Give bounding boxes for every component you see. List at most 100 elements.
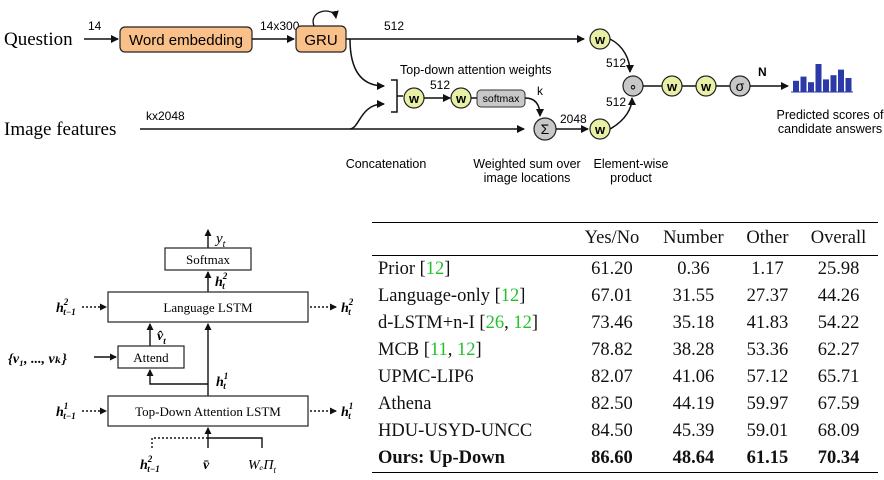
classifier-w2-label: w bbox=[700, 79, 712, 94]
score-bar bbox=[830, 75, 837, 92]
citation-link[interactable]: 12 bbox=[425, 259, 445, 279]
method-name-cell: UPMC-LIP6 bbox=[378, 367, 474, 387]
method-name-cell: Language-only [12] bbox=[378, 286, 526, 306]
sigmoid-label: σ bbox=[736, 78, 745, 94]
concat-bracket bbox=[391, 79, 398, 113]
citation-link[interactable]: 11 bbox=[429, 340, 448, 360]
score-cell: 67.59 bbox=[817, 394, 860, 414]
method-name-cell: Prior [12] bbox=[378, 259, 451, 279]
score-cell: 68.09 bbox=[817, 421, 860, 441]
emb-input-path bbox=[208, 437, 263, 448]
results-table: Yes/No Number Other Overall Prior [12] 61… bbox=[372, 222, 878, 473]
score-cell: 25.98 bbox=[817, 259, 860, 279]
predicted-line-1: Predicted scores of bbox=[777, 108, 884, 122]
score-bar bbox=[808, 82, 814, 92]
weighted-sum-label: Σ bbox=[541, 121, 550, 137]
question-proj-w-label: w bbox=[594, 32, 606, 47]
score-bar bbox=[823, 79, 829, 92]
score-cell: 57.12 bbox=[746, 367, 789, 387]
score-cell: 48.64 bbox=[650, 445, 736, 473]
predicted-scores-histogram bbox=[791, 64, 853, 93]
emb-label: WₑΠt bbox=[248, 458, 276, 475]
elementwise-product-label: ∘ bbox=[629, 78, 638, 94]
image-proj-w-label: w bbox=[594, 122, 606, 137]
score-cell: 82.07 bbox=[591, 367, 633, 387]
results-header-other: Other bbox=[735, 222, 800, 256]
method-name-cell: d-LSTM+n-I [26, 12] bbox=[378, 313, 538, 333]
score-bar bbox=[845, 78, 852, 92]
weighted-caption-line-2: image locations bbox=[484, 171, 571, 185]
image-dim-label: kx2048 bbox=[146, 109, 185, 123]
score-cell: 78.82 bbox=[591, 340, 633, 360]
gru-out-dim-label: 512 bbox=[384, 19, 404, 33]
question-dim-label: 14 bbox=[88, 19, 102, 33]
image-proj-to-product-arrow bbox=[609, 97, 636, 130]
score-cell: 84.50 bbox=[591, 421, 633, 441]
top-down-lstm-label: Top-Down Attention LSTM bbox=[135, 404, 281, 419]
score-bar bbox=[800, 76, 807, 92]
citation-link[interactable]: 12 bbox=[513, 313, 532, 333]
question-label: Question bbox=[4, 29, 73, 50]
score-cell: 44.26 bbox=[817, 286, 860, 306]
n-label: N bbox=[758, 65, 767, 79]
v-hat-label: v̂t bbox=[157, 329, 166, 346]
softmax-layer-box bbox=[164, 247, 252, 271]
language-lstm-label: Language LSTM bbox=[163, 300, 253, 315]
attn-w2-label: w bbox=[455, 91, 467, 106]
score-bar bbox=[793, 80, 799, 92]
citation-link[interactable]: 12 bbox=[500, 286, 520, 306]
image-features-label: Image features bbox=[4, 119, 116, 140]
vqa-architecture-diagram: Question 14 Word embedding 14x300 GRU 51… bbox=[4, 10, 884, 185]
score-cell: 65.71 bbox=[817, 367, 860, 387]
h2-prev-input-path bbox=[151, 437, 208, 448]
concat-caption: Concatenation bbox=[346, 157, 427, 171]
score-cell: 62.27 bbox=[817, 340, 860, 360]
image-to-concat-arrow bbox=[349, 100, 385, 130]
score-cell: 41.06 bbox=[672, 367, 715, 387]
language-lstm-box bbox=[107, 291, 309, 323]
score-cell: 1.17 bbox=[751, 259, 784, 279]
score-cell: 67.01 bbox=[591, 286, 633, 306]
embedding-dim-label: 14x300 bbox=[260, 19, 300, 33]
method-name-cell: MCB [11, 12] bbox=[378, 340, 482, 360]
results-header-row: Yes/No Number Other Overall bbox=[372, 222, 878, 256]
score-cell: 73.46 bbox=[591, 313, 633, 333]
score-cell: 27.37 bbox=[746, 286, 789, 306]
score-cell: 70.34 bbox=[799, 445, 878, 473]
softmax-layer-label: Softmax bbox=[186, 252, 231, 267]
gru-label: GRU bbox=[304, 32, 337, 49]
attend-label: Attend bbox=[133, 350, 169, 365]
top-down-lstm-box bbox=[107, 395, 309, 427]
results-header-overall: Overall bbox=[799, 222, 878, 256]
predicted-line-2: candidate answers bbox=[778, 122, 882, 136]
score-cell: 61.15 bbox=[735, 445, 800, 473]
attn-dim-label: 512 bbox=[430, 78, 450, 92]
score-cell: 38.28 bbox=[672, 340, 715, 360]
y-t-label: yt bbox=[214, 231, 226, 250]
method-name-cell: Ours: Up-Down bbox=[372, 445, 574, 473]
results-header-number: Number bbox=[650, 222, 736, 256]
score-cell: 61.20 bbox=[591, 259, 633, 279]
score-cell: 59.01 bbox=[746, 421, 789, 441]
attention-title: Top-down attention weights bbox=[400, 63, 551, 77]
attn-w1-label: w bbox=[408, 91, 420, 106]
method-name-cell: Athena bbox=[378, 394, 432, 414]
score-cell: 82.50 bbox=[591, 394, 633, 414]
citation-link[interactable]: 12 bbox=[457, 340, 476, 360]
weighted-caption-line-1: Weighted sum over bbox=[473, 157, 580, 171]
weighted-dim-label: 2048 bbox=[560, 112, 587, 126]
results-row: UPMC-LIP6 82.07 41.06 57.12 65.71 bbox=[372, 364, 878, 391]
word-embedding-label: Word embedding bbox=[129, 32, 243, 49]
citation-link[interactable]: 26 bbox=[485, 313, 505, 333]
elementwise-caption-line-2: product bbox=[610, 171, 652, 185]
